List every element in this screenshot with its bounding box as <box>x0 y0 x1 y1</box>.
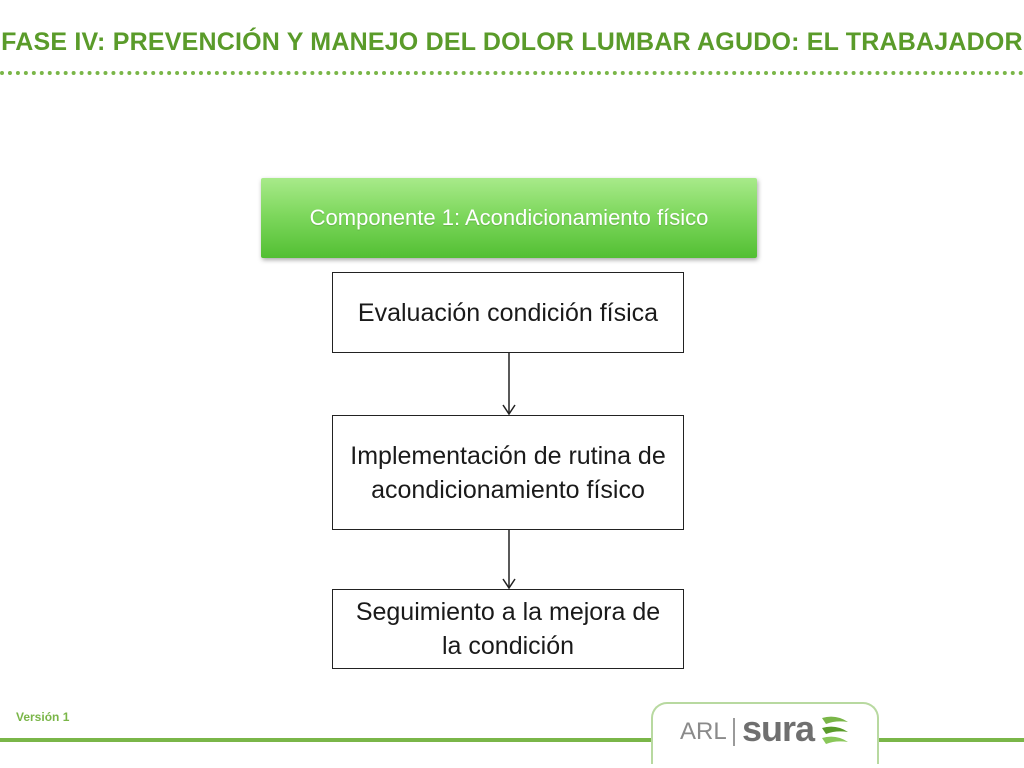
component-header-box: Componente 1: Acondicionamiento físico <box>261 178 757 258</box>
step-box-implementation: Implementación de rutina de acondicionam… <box>332 415 684 530</box>
logo-arl-text: ARL <box>680 718 727 745</box>
step-label-evaluation: Evaluación condición física <box>357 298 659 327</box>
version-label: Versión 1 <box>16 710 70 724</box>
step-label-followup: Seguimiento a la mejora de la condición <box>355 598 661 660</box>
logo-tab <box>651 702 879 764</box>
step-box-followup: Seguimiento a la mejora de la condición <box>332 589 684 669</box>
logo-separator <box>733 718 735 746</box>
footer-line <box>0 738 1024 742</box>
step-box-evaluation: Evaluación condición física <box>332 272 684 353</box>
logo-sura-text: sura <box>742 708 815 749</box>
arrow-implementation-to-followup <box>502 530 516 590</box>
arrow-evaluation-to-implementation <box>502 353 516 416</box>
sura-wing-icon <box>822 716 848 744</box>
step-label-implementation: Implementación de rutina de acondicionam… <box>350 441 666 504</box>
slide-title: FASE IV: PREVENCIÓN Y MANEJO DEL DOLOR L… <box>1 28 1023 56</box>
dotted-divider <box>0 71 1024 75</box>
